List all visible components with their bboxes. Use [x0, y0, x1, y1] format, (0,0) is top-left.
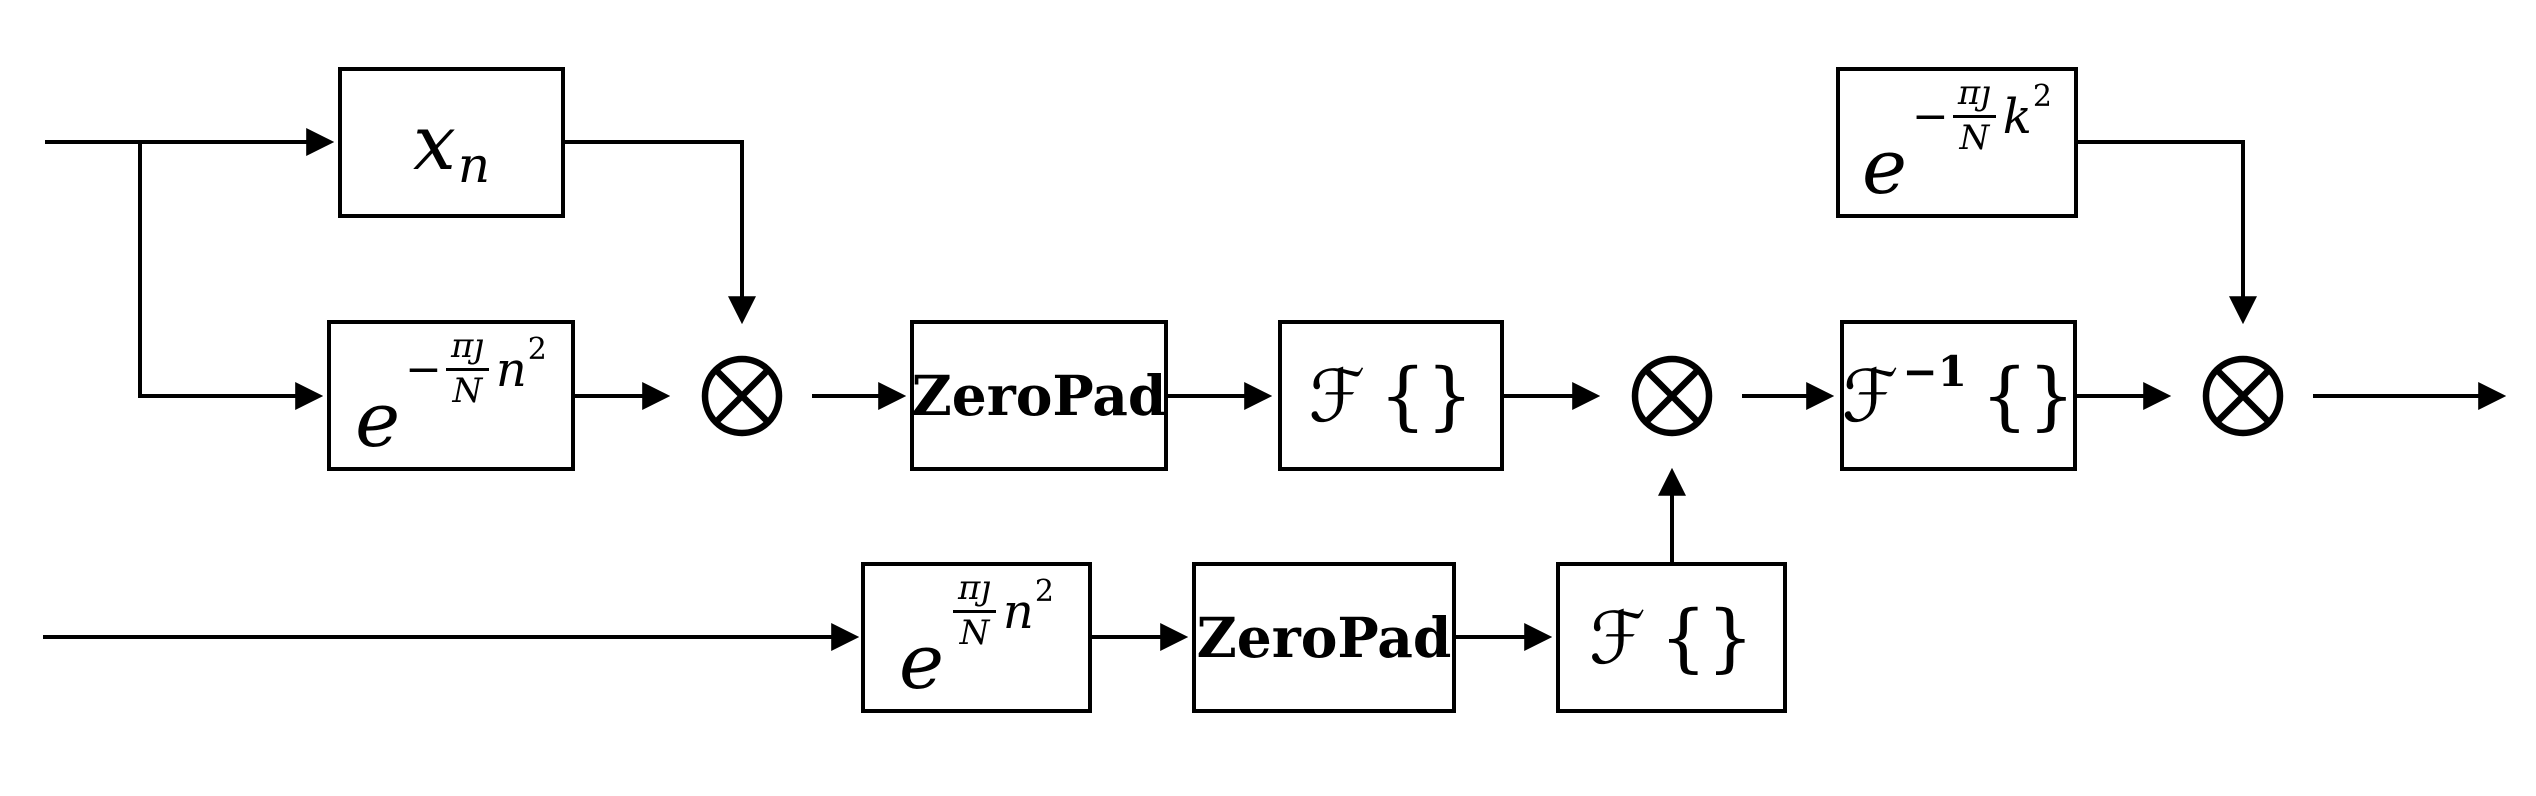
- exponent-sign: −: [1912, 90, 1949, 142]
- fraction-denominator: N: [959, 613, 990, 653]
- signal-symbol: x: [412, 97, 456, 187]
- fraction: πȷ N: [445, 329, 489, 411]
- fraction-denominator: N: [1959, 118, 1990, 158]
- idft-expression: ℱ −1 {}: [1841, 350, 2076, 439]
- fraction: πȷ N: [1952, 76, 1996, 158]
- dft-expression: ℱ {}: [1309, 359, 1474, 433]
- chirp-premod-expression: e − πȷ N n 2: [355, 329, 547, 457]
- edge-chirpk-to-mult3: [2078, 140, 2257, 325]
- operator-braces: {}: [1379, 352, 1474, 439]
- operator-braces: {}: [1659, 594, 1754, 681]
- exponent-power: 2: [527, 331, 547, 367]
- fourier-operator: ℱ: [1308, 353, 1366, 438]
- dft-main-block: ℱ {}: [1278, 320, 1504, 471]
- exponent-variable: n: [495, 341, 527, 398]
- euler-base: e: [1862, 121, 1908, 211]
- idft-block: ℱ −1 {}: [1840, 320, 2077, 471]
- edge-xn-to-mult1: [565, 140, 756, 325]
- zeropad-label: ZeroPad: [1196, 605, 1452, 670]
- chirp-filter-block: e πȷ N n 2: [861, 562, 1092, 713]
- euler-base: e: [355, 374, 401, 464]
- multiply-icon: [2202, 355, 2284, 437]
- exponent: − πȷ N n 2: [405, 329, 547, 409]
- exponent-sign: −: [405, 343, 442, 395]
- fraction: πȷ N: [953, 571, 996, 651]
- exponent-variable: k: [2002, 88, 2032, 145]
- zeropad-aux-block: ZeroPad: [1192, 562, 1456, 713]
- chirp-premod-block: e − πȷ N n 2: [327, 320, 575, 471]
- operator-braces: {}: [1980, 352, 2076, 439]
- fraction-denominator: N: [452, 371, 483, 411]
- zeropad-label: ZeroPad: [911, 363, 1167, 428]
- fourier-operator: ℱ: [1841, 353, 1899, 438]
- exponent: − πȷ N k 2: [1912, 76, 2052, 156]
- fourier-operator: ℱ: [1589, 595, 1646, 680]
- euler-base: e: [899, 616, 945, 706]
- inverse-exponent: −1: [1902, 346, 1967, 396]
- chirp-filter-expression: e πȷ N n 2: [899, 571, 1054, 699]
- dft-expression: ℱ {}: [1589, 601, 1754, 675]
- chirp-postmod-expression: e − πȷ N k 2: [1862, 76, 2052, 204]
- zeropad-main-block: ZeroPad: [910, 320, 1168, 471]
- chirp-postmod-block: e − πȷ N k 2: [1836, 67, 2078, 218]
- exponent-power: 2: [1034, 573, 1054, 609]
- exponent: πȷ N n 2: [949, 571, 1054, 651]
- fraction-numerator: πȷ: [445, 329, 489, 371]
- fraction-numerator: πȷ: [953, 571, 996, 613]
- exponent-variable: n: [1002, 583, 1034, 640]
- multiply-icon: [1631, 355, 1713, 437]
- fraction-numerator: πȷ: [1952, 76, 1996, 118]
- signal-subscript: n: [457, 135, 491, 194]
- dft-aux-block: ℱ {}: [1556, 562, 1787, 713]
- multiply-icon: [701, 355, 783, 437]
- exponent-power: 2: [2032, 78, 2052, 114]
- edge-input-branch-to-chirp: [138, 142, 324, 410]
